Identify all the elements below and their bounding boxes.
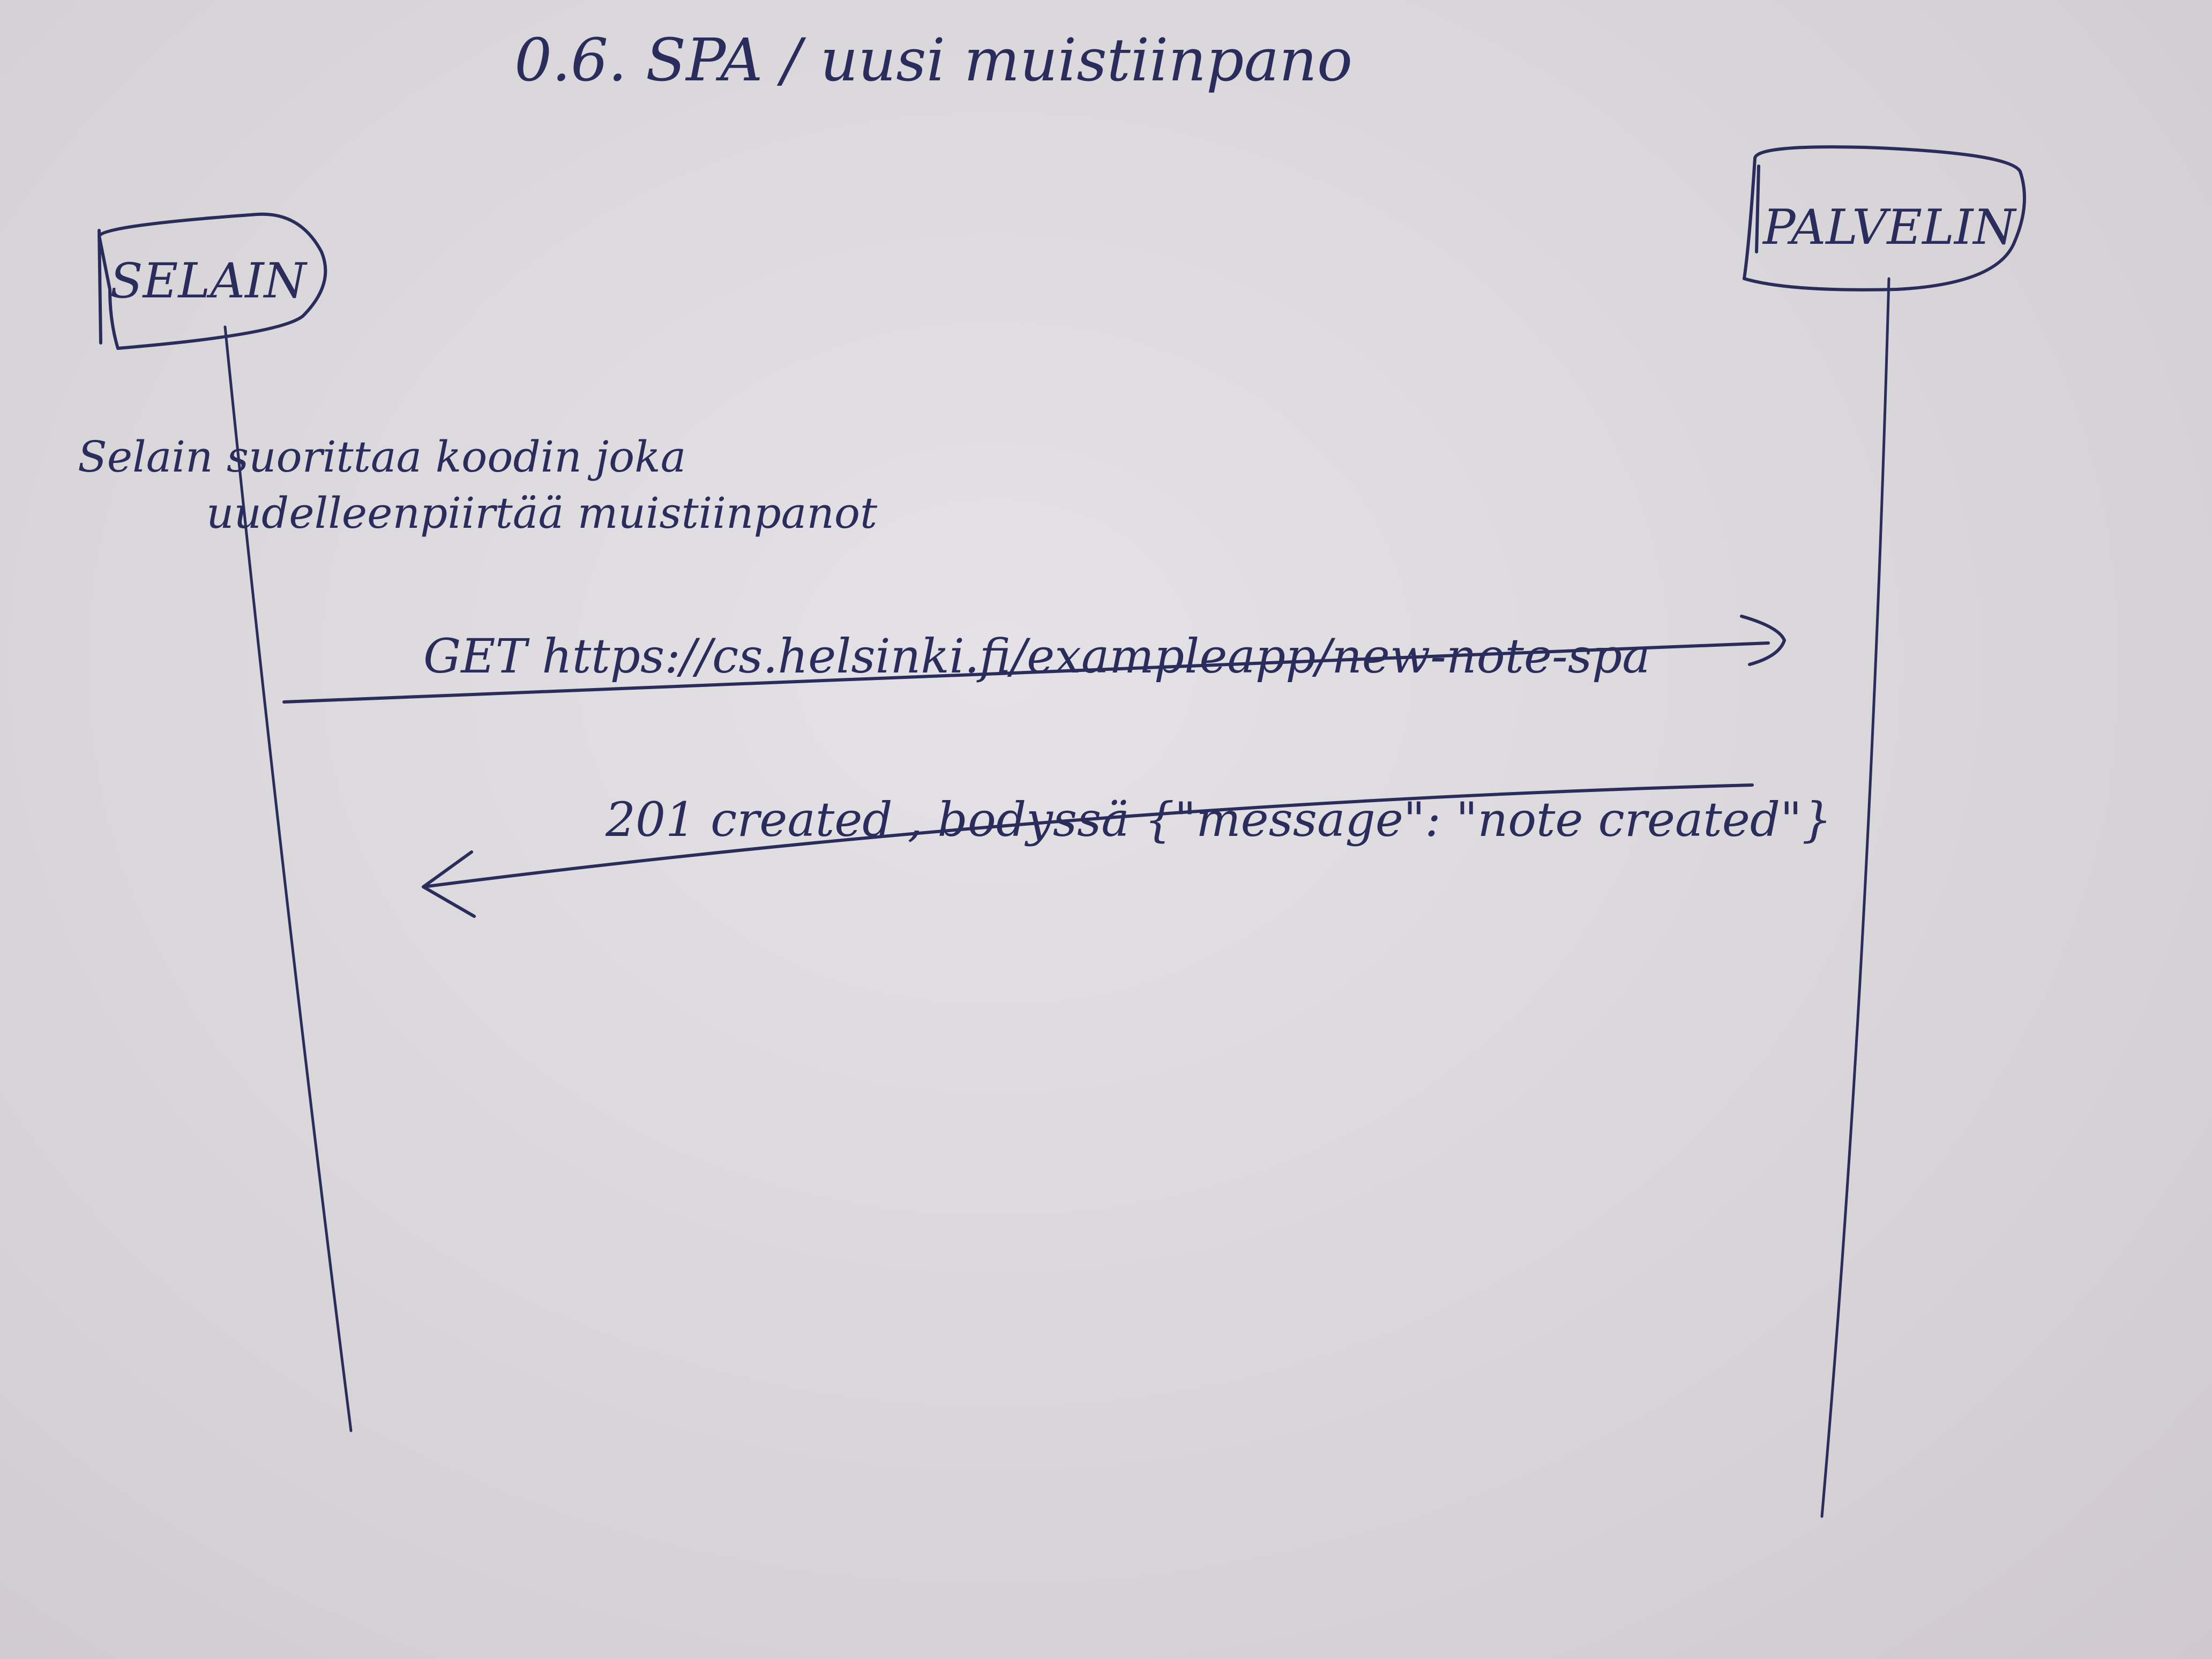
note-line-2: uudelleenpiirtää muistiinpanot [206, 488, 878, 538]
note-line-1: Selain suorittaa koodin joka [78, 432, 686, 482]
lifeline-browser [223, 325, 353, 1432]
message-response-label: 201 created , bodyssä {"message": "note … [605, 792, 1832, 847]
participant-browser-box [98, 212, 327, 350]
participant-server: PALVELIN [1743, 145, 2026, 292]
participant-browser: SELAIN [98, 212, 327, 350]
message-response-arrowhead [422, 850, 476, 918]
message-get-arrow-line [282, 641, 1770, 704]
participant-server-left-stroke [1755, 165, 1760, 253]
message-response-arrow-line [422, 783, 1754, 888]
participant-server-box [1743, 145, 2026, 292]
message-get-arrowhead [1740, 615, 1786, 666]
participant-server-label: PALVELIN [1762, 199, 2017, 256]
note-browser-rerender: Selain suorittaa koodin joka uudelleenpi… [78, 432, 878, 538]
lifeline-server [1820, 277, 1890, 1518]
message-response: 201 created , bodyssä {"message": "note … [422, 783, 1832, 918]
diagram-title: 0.6. SPA / uusi muistiinpano [514, 26, 1352, 94]
message-get: GET https://cs.helsinki.fi/exampleapp/ne… [282, 615, 1786, 704]
participant-browser-left-stroke [98, 229, 102, 345]
participant-browser-label: SELAIN [110, 253, 308, 309]
